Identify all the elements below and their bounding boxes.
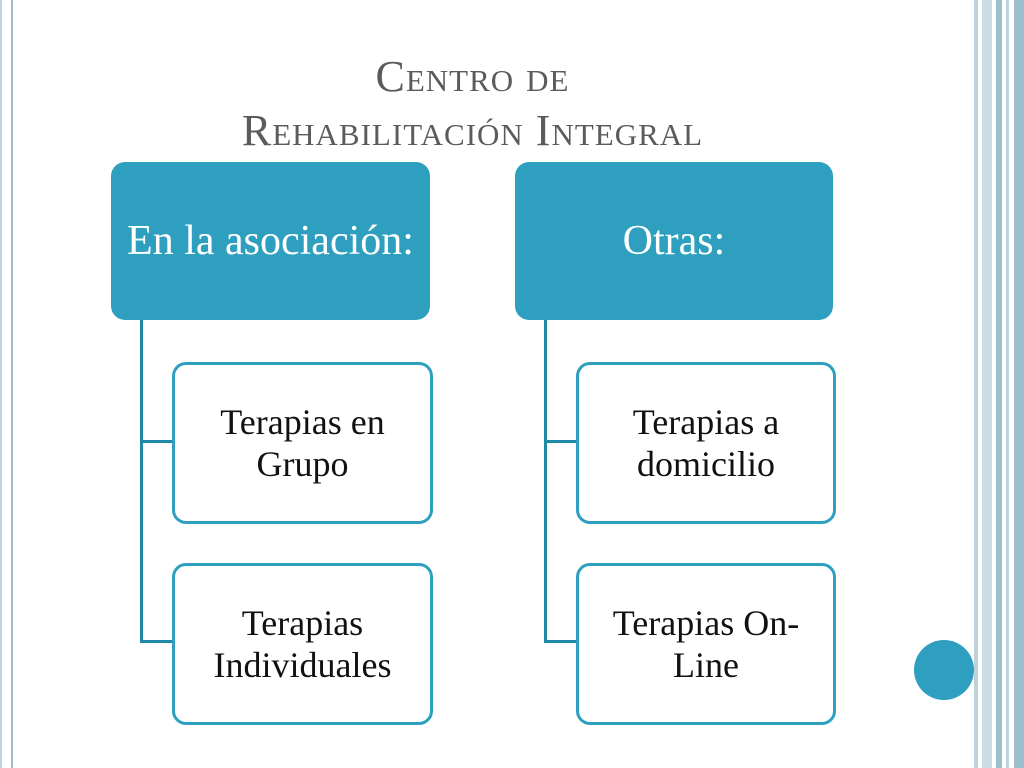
title-line-2: Rehabilitación Integral: [241, 106, 704, 155]
connector-branch-1b: [140, 640, 174, 643]
connector-branch-2a: [544, 440, 578, 443]
right-border-decoration: [974, 0, 1024, 768]
connector-branch-2b: [544, 640, 578, 643]
connector-vertical-2: [544, 320, 547, 642]
item-terapias-grupo: Terapias en Grupo: [172, 362, 433, 524]
left-border-decoration: [0, 0, 13, 768]
slide-title: Centro de Rehabilitación Integral: [0, 50, 945, 158]
group-heading-otras: Otras:: [515, 162, 833, 320]
group-heading-asociacion: En la asociación:: [111, 162, 430, 320]
item-terapias-domicilio: Terapias a domicilio: [576, 362, 836, 524]
connector-branch-1a: [140, 440, 174, 443]
decorative-circle: [914, 640, 974, 700]
connector-vertical-1: [140, 320, 143, 642]
title-line-1: Centro de: [375, 52, 570, 101]
item-terapias-online: Terapias On-Line: [576, 563, 836, 725]
item-terapias-individuales: Terapias Individuales: [172, 563, 433, 725]
